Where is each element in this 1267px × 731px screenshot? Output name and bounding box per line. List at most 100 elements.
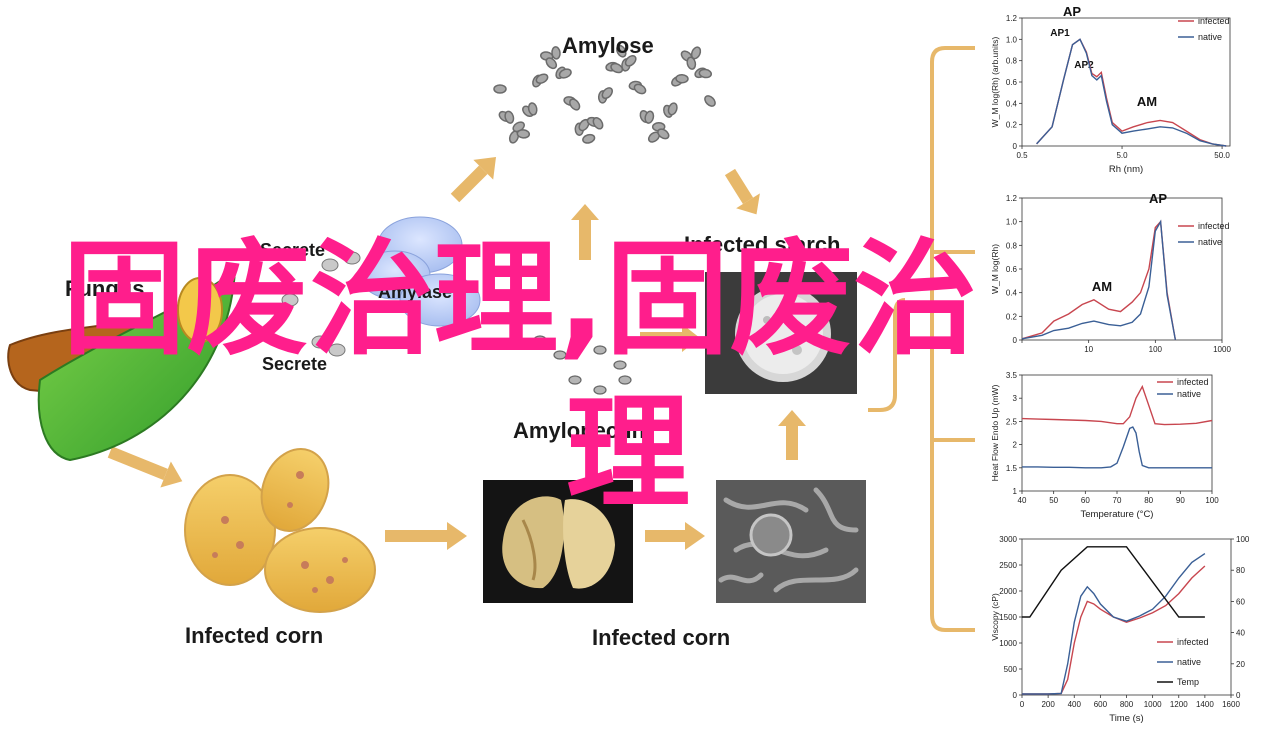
y-tick-label: 1000 [999, 639, 1017, 648]
y-tick-label: 1.2 [1006, 194, 1018, 203]
y-tick-label: 1 [1013, 487, 1018, 496]
y-axis-label: Heat Flow Endo Up (mW) [990, 384, 1000, 481]
amylose-bead [704, 95, 716, 107]
watermark-line-2: 理 [566, 382, 691, 526]
x-tick-label: 0.5 [1016, 151, 1028, 160]
legend-label: infected [1198, 16, 1230, 26]
series-line-native [1021, 219, 1177, 341]
series-line-infected [1036, 38, 1227, 147]
label-infected-starch: Infected starch [684, 232, 841, 257]
x-tick-label: 90 [1176, 496, 1185, 505]
amylose-bead [657, 128, 670, 140]
y-axis-label: W_M log(Rh) (arb.units) [990, 36, 1000, 127]
label-amylose: Amylose [562, 33, 654, 58]
x-tick-label: 1200 [1170, 700, 1188, 709]
x-axis-label: Temperature (°C) [1081, 509, 1154, 520]
y2-tick-label: 40 [1236, 629, 1245, 638]
x-axis-label: Time (s) [1109, 713, 1143, 724]
y-tick-label: 2500 [999, 561, 1017, 570]
amylose-bead [516, 129, 531, 139]
y-tick-label: 2000 [999, 587, 1017, 596]
arrow-up-center [571, 204, 599, 260]
legend-label: native [1198, 237, 1222, 247]
y-tick-label: 0.2 [1006, 121, 1018, 130]
x-tick-label: 80 [1144, 496, 1153, 505]
process-arrows [107, 156, 806, 550]
y-axis-label: W_M log(Rh) [990, 244, 1000, 294]
amylose-bead [690, 46, 702, 60]
legend-label: native [1198, 32, 1222, 42]
label-amylopectin: Amylopectin [513, 418, 646, 443]
chart-title: AP [1149, 191, 1167, 206]
annotation-label: AP2 [1074, 60, 1094, 71]
amylose-bead [592, 117, 604, 130]
series-line-native [1022, 553, 1206, 695]
amylopectin-cluster [513, 315, 632, 395]
y-tick-label: 0.8 [1006, 241, 1018, 250]
plot-frame [1021, 197, 1223, 341]
amylose-bead [504, 110, 515, 124]
amylose-bead [535, 73, 549, 84]
arrow-to-corn [107, 446, 183, 488]
y-tick-label: 0.4 [1006, 289, 1018, 298]
series-line-infected [1022, 565, 1206, 695]
annotation-label: AM [1092, 279, 1112, 294]
amylose-chain [493, 44, 716, 144]
y-tick-label: 3 [1013, 394, 1018, 403]
x-tick-label: 0 [1020, 700, 1025, 709]
amylose-bead [624, 54, 637, 67]
legend-label: infected [1177, 637, 1209, 647]
y-tick-label: 0.8 [1006, 57, 1018, 66]
label-secrete-top: Secrete [260, 240, 326, 260]
watermark-line-1: 固废治理,固废治 [62, 228, 978, 372]
y2-tick-label: 0 [1236, 691, 1241, 700]
x-tick-label: 1600 [1222, 700, 1240, 709]
series-line-native [1036, 38, 1227, 147]
label-infected-corn-left: Infected corn [185, 623, 324, 648]
legend-label: native [1177, 389, 1201, 399]
amylose-bead [493, 84, 507, 94]
x-tick-label: 1400 [1196, 700, 1214, 709]
amylose-bead [698, 68, 713, 79]
x-tick-label: 50 [1049, 496, 1058, 505]
legend-label: native [1177, 657, 1201, 667]
legend-label: infected [1177, 377, 1209, 387]
series-line-native [1022, 426, 1212, 469]
label-infected-corn-right: Infected corn [592, 625, 731, 650]
y2-tick-label: 60 [1236, 597, 1245, 606]
amylose-bead [610, 62, 624, 74]
y-tick-label: 1.2 [1006, 14, 1018, 23]
arrow-to-starch [640, 324, 700, 352]
amylose-bead [569, 98, 581, 111]
y-tick-label: 0 [1013, 336, 1018, 345]
chart-title: AP [1063, 4, 1081, 19]
amylose-bead [675, 73, 689, 84]
amylose-bead [551, 46, 561, 60]
x-tick-label: 60 [1081, 496, 1090, 505]
amylose-bead [527, 102, 538, 116]
chart-bracket [868, 46, 975, 632]
amylose-bead [633, 83, 647, 95]
y-tick-label: 500 [1004, 665, 1018, 674]
x-tick-label: 10 [1084, 345, 1093, 354]
x-tick-label: 800 [1120, 700, 1134, 709]
y2-tick-label: 80 [1236, 566, 1245, 575]
y-tick-label: 0 [1013, 691, 1018, 700]
legend-label: infected [1198, 221, 1230, 231]
y-tick-label: 0.4 [1006, 99, 1018, 108]
legend-label: Temp [1177, 677, 1199, 687]
infected-starch-photo [705, 272, 857, 394]
x-tick-label: 50.0 [1214, 151, 1230, 160]
y-tick-label: 0.2 [1006, 312, 1018, 321]
series-line-infected [1021, 384, 1213, 426]
amylase-dots [281, 251, 361, 357]
arrow-corn-to-photo [385, 522, 467, 550]
x-tick-label: 1000 [1144, 700, 1162, 709]
amylose-bead [616, 44, 627, 58]
y-axis-label: Viscopy (cP) [990, 593, 1000, 641]
x-tick-label: 1000 [1213, 345, 1231, 354]
x-tick-label: 400 [1068, 700, 1082, 709]
